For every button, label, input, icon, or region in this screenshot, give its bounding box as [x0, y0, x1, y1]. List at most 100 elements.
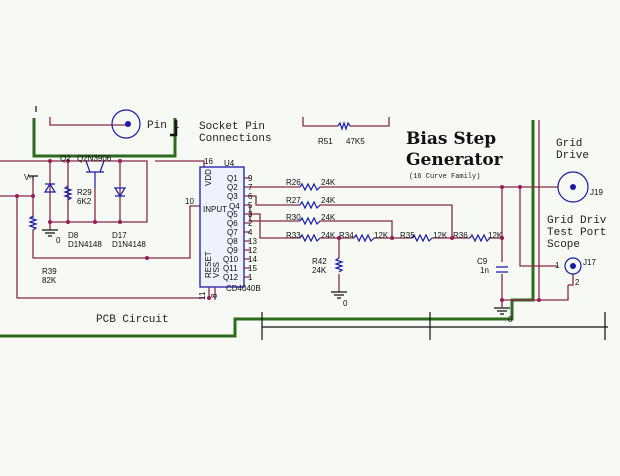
r33-input [244, 213, 300, 239]
d17-ref: D17 [112, 231, 127, 240]
svg-text:7: 7 [248, 183, 253, 192]
j19-center [570, 184, 576, 190]
u4-vdd-pin: 16 [204, 157, 213, 166]
r36-value: 12K [488, 231, 503, 240]
ground-icon-r42 [331, 291, 347, 299]
r26-ref: R26 [286, 178, 301, 187]
d8-ref: D8 [68, 231, 79, 240]
r30-resistor-icon [299, 216, 321, 226]
grid-drive-label-2: Drive [556, 150, 589, 162]
u4-q9: Q9 [227, 246, 238, 255]
r42-value: 24K [312, 266, 327, 275]
test-port-label-3: Scope [547, 239, 580, 251]
j17-center [570, 263, 576, 269]
u4-input-pin: 10 [185, 197, 194, 206]
r29-value: 6K2 [77, 197, 92, 206]
pin1-number: 1 [173, 120, 180, 132]
svg-text:1: 1 [248, 273, 253, 282]
r51-resistor-icon [337, 121, 351, 131]
u4-reset-label: RESET [204, 251, 213, 278]
j17-pin2: 2 [575, 278, 580, 287]
r36-ref: R36 [453, 231, 468, 240]
u4-vss-pin: 8 [210, 293, 219, 298]
c9-value: 1n [480, 266, 489, 275]
r34-resistor-icon [353, 233, 375, 243]
u4-q12: Q12 [223, 273, 239, 282]
d8-value: D1N4148 [68, 240, 102, 249]
r39-ref: R39 [42, 267, 57, 276]
r27-ref: R27 [286, 196, 301, 205]
j19-ref: J19 [590, 188, 603, 197]
r51-value: 47K5 [346, 137, 365, 146]
socket-wire [49, 117, 126, 126]
ground-icon-left [42, 229, 58, 237]
r34-ref: R34 [339, 231, 354, 240]
r42-resistor-icon [334, 257, 344, 273]
u4-q11: Q11 [223, 264, 238, 273]
output-bus [501, 187, 569, 302]
u4-q5: Q5 [227, 210, 238, 219]
j17-pin1: 1 [555, 261, 560, 270]
svg-text:15: 15 [248, 264, 257, 273]
u4-q7: Q7 [227, 228, 238, 237]
r33-value: 24K [321, 231, 336, 240]
u4-output-labels: Q1 Q2 Q3 Q4 Q5 Q6 Q7 Q8 Q9 Q10 Q11 Q12 [223, 174, 240, 282]
svg-text:3: 3 [248, 210, 253, 219]
vdd-wire [155, 160, 205, 167]
r34-value: 12K [374, 231, 389, 240]
ruler-lines [261, 312, 608, 340]
r51-wire-right [350, 117, 390, 127]
r36-resistor-icon [469, 233, 491, 243]
socket-jack-center [125, 121, 131, 127]
svg-text:9: 9 [248, 174, 253, 183]
svg-text:4: 4 [248, 228, 253, 237]
svg-text:12: 12 [248, 246, 257, 255]
u4-output-pin-numbers: 9 7 6 5 3 2 4 13 12 14 15 1 [248, 174, 257, 282]
r42-ref: R42 [312, 257, 327, 266]
r30-value: 24K [321, 213, 336, 222]
socket-pin-label: Socket Pin [199, 121, 265, 133]
u4-ref: U4 [224, 159, 235, 168]
r29-resistor-icon [63, 185, 73, 201]
r33-ref: R33 [286, 231, 301, 240]
r30-ref: R30 [286, 213, 301, 222]
d17-value: D1N4148 [112, 240, 146, 249]
pin1-label: Pin [147, 120, 167, 132]
r26-resistor-icon [299, 182, 321, 192]
u4-q3: Q3 [227, 192, 238, 201]
gnd-label-r42: 0 [343, 299, 348, 308]
ground-icon-c9 [494, 307, 510, 315]
u4-part: CD4040B [226, 284, 261, 293]
v-minus-label: V- [24, 173, 32, 182]
q2-transistor-icon [85, 160, 105, 188]
u4-q1: Q1 [227, 174, 238, 183]
reset-wire [16, 196, 205, 299]
r30-line [244, 204, 393, 238]
j17-ref: J17 [583, 258, 596, 267]
socket-jack-icon [111, 109, 141, 139]
d8-diode-icon [43, 182, 57, 193]
j19-jack-icon [557, 171, 589, 203]
q2-value: Q2N3906 [77, 154, 112, 163]
v-minus-symbol [28, 175, 38, 180]
r39-wire [32, 180, 147, 259]
svg-text:6: 6 [248, 192, 253, 201]
r39-value: 82K [42, 276, 57, 285]
socket-outline [32, 118, 177, 158]
u4-q8: Q8 [227, 237, 238, 246]
connections-label: Connections [199, 133, 272, 145]
u4-q4: Q4 [229, 202, 240, 211]
r35-value: 12K [433, 231, 448, 240]
input-wire [147, 205, 204, 259]
u4-chip [199, 166, 245, 288]
c9-ref: C9 [477, 257, 488, 266]
r33-resistor-icon [299, 233, 321, 243]
u4-q6: Q6 [227, 219, 238, 228]
r29-ref: R29 [77, 188, 92, 197]
u4-q10: Q10 [223, 255, 239, 264]
svg-text:5: 5 [248, 201, 253, 210]
svg-text:13: 13 [248, 237, 257, 246]
pcb-label: PCB Circuit [96, 314, 169, 326]
u4-reset-pin: 11 [198, 291, 207, 300]
